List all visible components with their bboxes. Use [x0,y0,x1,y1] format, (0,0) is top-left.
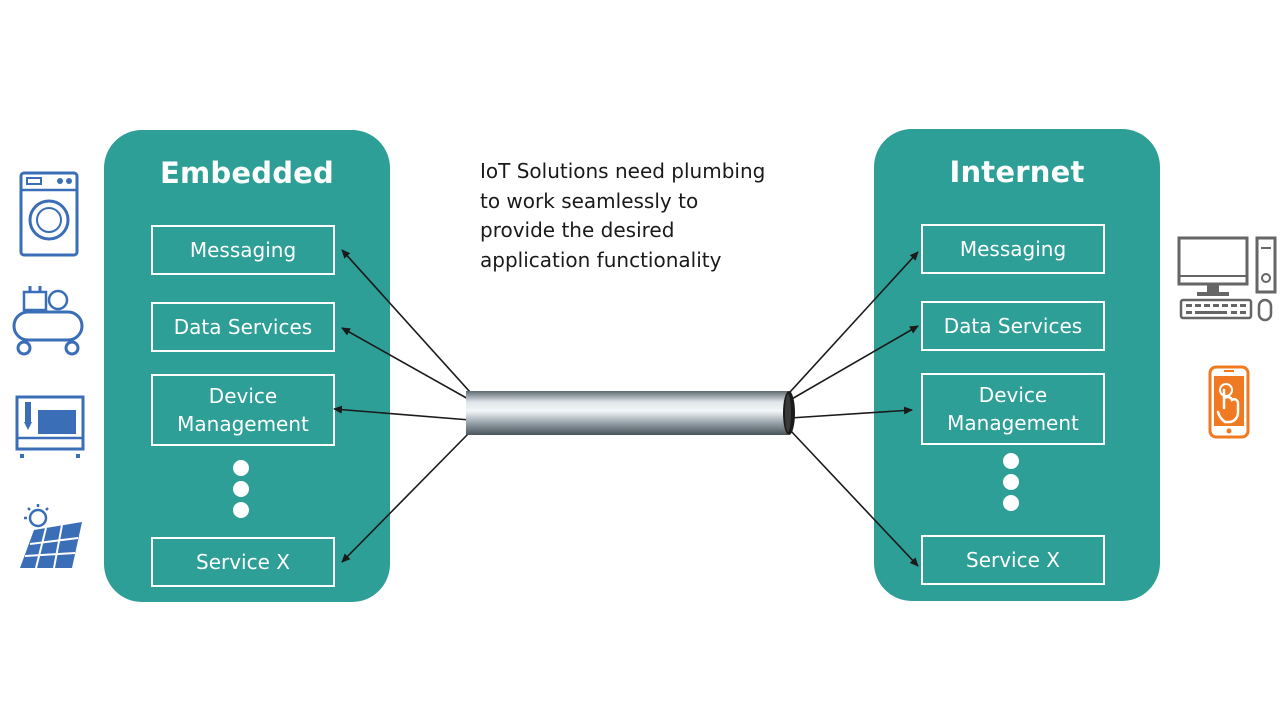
embedded-data-services-box: Data Services [151,302,335,352]
arrow-to-embedded-device-management [333,405,471,421]
arrow-to-embedded-service-x [341,431,471,563]
embedded-service-x-box: Service X [151,537,335,587]
arrow-to-internet-service-x [789,429,919,567]
arrow-to-internet-data-services [789,325,919,401]
internet-messaging-box: Messaging [921,224,1105,274]
pipe [466,391,788,435]
internet-service-x-box: Service X [921,535,1105,585]
desktop-computer-icon [1177,236,1277,322]
internet-data-services-box: Data Services [921,301,1105,351]
internet-title: Internet [949,155,1085,189]
embedded-title: Embedded [160,156,334,190]
smartphone-touch-icon [1208,365,1250,439]
embedded-device-management-box: Device Management [151,374,335,446]
embedded-messaging-box: Messaging [151,225,335,275]
embedded-ellipsis-dots [233,460,251,523]
arrow-to-internet-messaging [789,251,919,393]
industrial-machine-icon [15,395,85,458]
internet-device-management-box: Device Management [921,373,1105,445]
internet-panel: Internet Messaging Data Services Device … [874,129,1160,601]
arrow-to-internet-device-management [789,406,913,419]
air-compressor-icon [12,286,84,356]
solar-panel-icon [20,504,82,569]
washing-machine-icon [19,171,79,257]
caption-text: IoT Solutions need plumbing to work seam… [480,159,766,272]
arrow-to-embedded-messaging [341,249,471,393]
arrow-to-embedded-data-services [341,327,471,401]
embedded-panel: Embedded Messaging Data Services Device … [104,130,390,602]
internet-ellipsis-dots [1003,453,1021,516]
